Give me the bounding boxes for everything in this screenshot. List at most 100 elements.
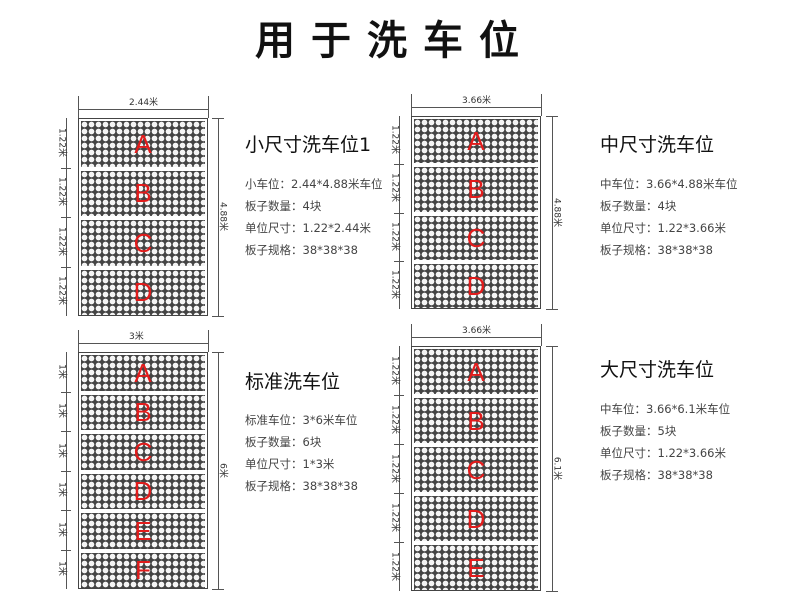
dimension-tick	[61, 217, 71, 218]
dimension-tick	[394, 444, 404, 445]
plate-dimension-label: 1.22米	[56, 127, 67, 157]
grate-plate: B	[81, 170, 205, 216]
top-dimension-label: 3.66米	[462, 326, 492, 336]
dimension-tick	[61, 391, 71, 393]
grate-plate: C	[81, 220, 205, 266]
plate-dimension-label: 1米	[56, 521, 67, 537]
plate-letter: C	[466, 222, 486, 253]
dimension-tick	[212, 316, 224, 317]
dimension-tick	[411, 94, 412, 116]
plate-dimension-label: 1.22米	[389, 502, 400, 532]
plate-dimension-label: 1.22米	[389, 269, 400, 299]
panel-heading: 大尺寸洗车位	[600, 359, 715, 381]
grate-plate: B	[414, 398, 538, 443]
grate-plate: C	[414, 447, 538, 492]
dimension-tick	[61, 167, 71, 169]
grate-plate: D	[81, 473, 205, 509]
plate-letter: D	[466, 270, 486, 301]
dimension-tick	[394, 212, 404, 214]
grate-plate: A	[414, 349, 538, 394]
top-dimension-line	[411, 337, 541, 338]
dimension-tick	[212, 589, 224, 590]
plate-dimension-label: 1.22米	[389, 404, 400, 434]
dimension-tick	[61, 266, 71, 268]
spec-line: 中车位：3.66*4.88米车位	[600, 177, 738, 191]
grate-plate: B	[414, 167, 538, 212]
dimension-tick	[61, 470, 71, 472]
plate-dimension-label: 1.22米	[389, 355, 400, 385]
plate-letter: B	[467, 174, 485, 205]
plate-letter: D	[133, 476, 153, 507]
spec-line: 板子规格：38*38*38	[600, 243, 713, 257]
spec-line: 标准车位：3*6米车位	[245, 413, 358, 427]
dimension-tick	[394, 542, 404, 543]
dimension-tick	[208, 96, 209, 118]
plate-letter: E	[134, 515, 152, 546]
grate-plate: E	[414, 545, 538, 590]
dimension-tick	[78, 330, 79, 352]
side-dimension-line	[552, 116, 553, 309]
side-dimension-label: 6.1米	[551, 456, 562, 480]
plate-dimension-label: 1.22米	[389, 173, 400, 203]
spec-line: 中车位：3.66*6.1米车位	[600, 402, 731, 416]
side-dimension-line	[218, 118, 219, 316]
plate-dimension-label: 1.22米	[56, 177, 67, 207]
dimension-tick	[394, 164, 404, 166]
plate-letter: D	[466, 503, 486, 534]
top-dimension-label: 2.44米	[129, 98, 159, 108]
spec-line: 单位尺寸：1*3米	[245, 457, 335, 471]
plate-dimension-label: 1.22米	[389, 551, 400, 581]
plate-letter: A	[467, 356, 485, 387]
dimension-tick	[541, 324, 542, 346]
spec-line: 板子数量：4块	[245, 199, 322, 213]
page-title: 用于洗车位	[255, 18, 535, 64]
side-dimension-label: 6米	[217, 462, 228, 478]
panel-heading: 标准洗车位	[245, 371, 341, 393]
dimension-tick	[411, 324, 412, 346]
dimension-tick	[546, 116, 558, 117]
dimension-tick	[546, 346, 558, 347]
grate-plate: C	[81, 434, 205, 470]
top-dimension-label: 3.66米	[462, 96, 492, 106]
plate-letter: E	[467, 552, 485, 583]
plate-letter: C	[466, 454, 486, 485]
plate-letter: A	[134, 128, 152, 159]
side-dimension-label: 4.88米	[217, 201, 228, 232]
dimension-tick	[546, 591, 558, 592]
side-dimension-line	[552, 346, 553, 591]
grate-plate: C	[414, 215, 538, 260]
spec-line: 板子规格：38*38*38	[600, 468, 713, 482]
spec-line: 板子规格：38*38*38	[245, 243, 358, 257]
grate-plate: D	[414, 496, 538, 541]
plate-dimension-label: 1.22米	[389, 221, 400, 251]
dimension-tick	[394, 493, 404, 494]
grate-plate: D	[414, 263, 538, 308]
plate-dimension-label: 1.22米	[389, 453, 400, 483]
left-dimension-line	[399, 346, 400, 591]
spec-line: 单位尺寸：1.22*2.44米	[245, 221, 371, 235]
spec-line: 板子数量：4块	[600, 199, 677, 213]
dimension-tick	[546, 309, 558, 310]
spec-line: 板子规格：38*38*38	[245, 479, 358, 493]
grate-plate: A	[81, 121, 205, 167]
spec-line: 板子数量：6块	[245, 435, 322, 449]
plate-letter: C	[133, 436, 153, 467]
plate-letter: A	[134, 357, 152, 388]
grate-plate: B	[81, 394, 205, 430]
plate-dimension-label: 1米	[56, 363, 67, 379]
grate-plate: A	[81, 355, 205, 391]
dimension-tick	[78, 96, 79, 118]
spec-line: 板子数量：5块	[600, 424, 677, 438]
dimension-tick	[212, 118, 224, 119]
plate-dimension-label: 1米	[56, 403, 67, 419]
spec-line: 单位尺寸：1.22*3.66米	[600, 221, 726, 235]
plate-letter: B	[467, 405, 485, 436]
plate-dimension-label: 1米	[56, 561, 67, 577]
dimension-tick	[394, 260, 404, 262]
top-dimension-label: 3米	[129, 332, 144, 342]
plate-letter: B	[134, 178, 152, 209]
